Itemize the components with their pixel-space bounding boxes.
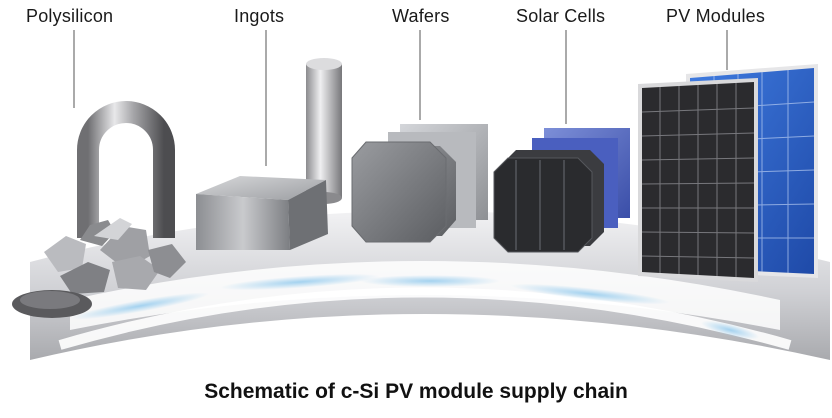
label-wafers: Wafers [392, 6, 450, 26]
wafer-stack-icon [351, 124, 488, 243]
label-solar-cells: Solar Cells [516, 6, 606, 26]
solar-cell-stack-icon [493, 128, 630, 253]
label-pv-modules: PV Modules [666, 6, 766, 26]
label-polysilicon: Polysilicon [26, 6, 114, 26]
polysilicon-rod-and-chunks-icon [12, 101, 186, 318]
label-ingots: Ingots [234, 6, 285, 26]
label-leader-lines [73, 30, 728, 166]
pv-module-panels-icon [638, 64, 818, 282]
ingot-block-and-cylinder-icon [196, 58, 342, 250]
diagram-caption: Schematic of c-Si PV module supply chain [204, 380, 628, 403]
